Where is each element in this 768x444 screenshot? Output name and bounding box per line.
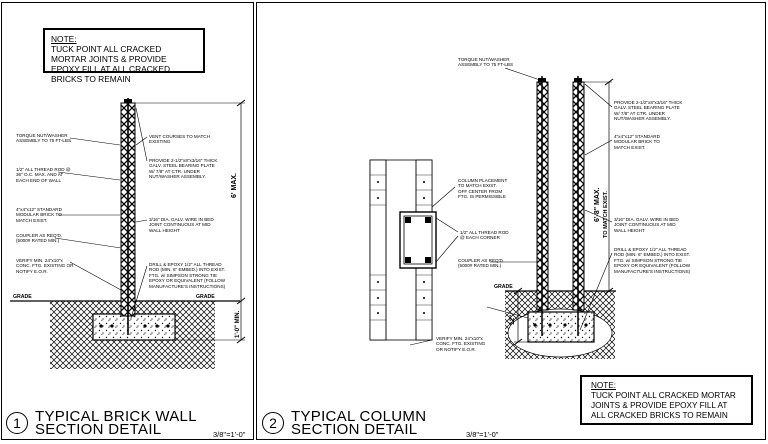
left-note-box: NOTE: TUCK POINT ALL CRACKED MORTAR JOIN…	[43, 28, 205, 84]
left-label-wire: 3/16" DIA. GALV. WIRE IN BED JOINT CONTI…	[149, 217, 214, 233]
right-label-placement: COLUMN PLACEMENT TO MATCH EXIST. OFF CEN…	[458, 178, 508, 200]
right-title-line1: TYPICAL COLUMN	[291, 408, 427, 425]
right-label-coupler: COUPLER AS REQ'D. (5000# RATED MIN.)	[458, 258, 505, 269]
left-title-block: 1 TYPICAL BRICK WALL SECTION DETAIL	[6, 408, 197, 438]
left-label-torque: TORQUE NUT/WASHER ASSEMBLY TO 75 FT-LBS	[16, 133, 72, 144]
right-grade-label: GRADE	[494, 284, 513, 290]
left-dim-footing: 1'-0" MIN.	[235, 310, 241, 338]
right-title-block: 2 TYPICAL COLUMN SECTION DETAIL	[262, 408, 427, 438]
left-scale: 3/8"=1'-0"	[213, 430, 246, 439]
right-title-line2: SECTION DETAIL	[291, 421, 418, 438]
left-label-plate: PROVIDE 2-1/2"x8"x3/16" THICK GALV. STEE…	[149, 158, 218, 180]
right-label-brick: 4"x4"x12" STANDARD MODULAR BRICK TO MATC…	[614, 134, 660, 150]
left-title-line1: TYPICAL BRICK WALL	[35, 408, 197, 425]
right-dim-height-note: TO MATCH EXIST.	[603, 191, 609, 238]
right-detail-number: 2	[262, 412, 284, 434]
left-label-verify: VERIFY MIN. 24"x10"x CONC. FTG. EXISTING…	[16, 258, 74, 274]
right-label-torque: TORQUE NUT/WASHER ASSEMBLY TO 75 FT-LBS	[458, 57, 514, 68]
left-label-coupler: COUPLER AS REQ'D. (5000# RATED MIN.)	[16, 233, 63, 244]
left-grade-label-2: GRADE	[196, 294, 215, 300]
right-label-drill: DRILL & EPOXY 1/2" ALL THREAD ROD (MIN. …	[614, 247, 691, 274]
left-detail-number: 1	[6, 412, 28, 434]
left-label-brick: 4"x4"x12" STANDARD MODULAR BRICK TO MATC…	[16, 207, 62, 223]
left-note-text: TUCK POINT ALL CRACKED MORTAR JOINTS & P…	[51, 44, 171, 84]
right-dim-footing: 12"	[509, 314, 516, 325]
right-note-box: NOTE: TUCK POINT ALL CRACKED MORTAR JOIN…	[580, 375, 753, 425]
right-note-title: NOTE:	[591, 381, 617, 390]
right-label-plate: PROVIDE 2-1/2"x8"x3/16" THICK GALV. STEE…	[614, 100, 683, 122]
right-label-rod: 1/2" ALL THREAD ROD @ EACH CORNER	[460, 230, 509, 241]
right-label-wire: 3/16" DIA. GALV. WIRE IN BED JOINT CONTI…	[614, 217, 679, 233]
right-label-verify: VERIFY MIN. 24"x10"x CONC. FTG. EXISTING…	[436, 336, 486, 352]
left-label-drill: DRILL & EPOXY 1/2" ALL THREAD ROD (MIN. …	[149, 262, 226, 289]
left-label-vent: VENT COURSES TO MATCH EXISTING	[149, 134, 210, 145]
left-detail-panel	[1, 2, 254, 440]
left-title-line2: SECTION DETAIL	[35, 421, 162, 438]
right-detail-panel	[256, 2, 766, 440]
right-scale: 3/8"=1'-0"	[466, 430, 499, 439]
right-dim-height: 6'-8" MAX.	[594, 187, 601, 222]
left-dim-height: 6' MAX.	[231, 172, 238, 198]
left-label-rod: 1/2" ALL THREAD ROD @ 36" O.C. MAX. AND …	[16, 167, 71, 183]
left-note-title: NOTE:	[51, 34, 77, 44]
left-grade-label-1: GRADE	[13, 294, 32, 300]
right-note-text: TUCK POINT ALL CRACKED MORTAR JOINTS & P…	[591, 391, 736, 420]
